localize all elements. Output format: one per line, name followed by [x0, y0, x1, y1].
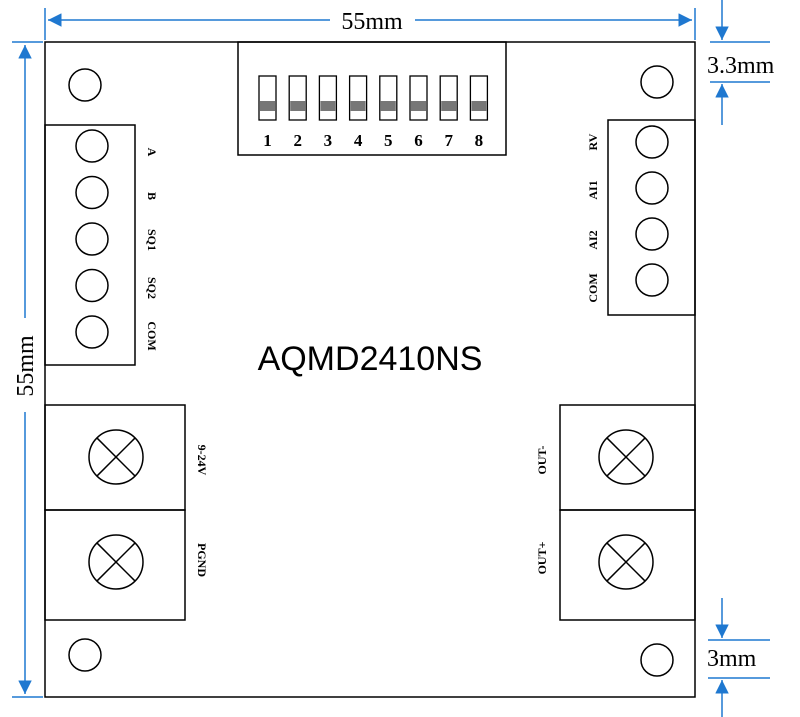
power-terminal-lower	[44, 509, 186, 621]
dip-switch-body	[409, 75, 428, 121]
dimension-height-label: 55mm	[13, 335, 39, 397]
left-terminal-screw	[75, 222, 109, 256]
dip-switch-number: 5	[384, 131, 393, 150]
dimension-top-offset-label: 3.3mm	[707, 53, 775, 79]
output-terminal-pin-label: OUT+	[535, 541, 549, 574]
dip-switch-number: 4	[354, 131, 363, 150]
dimension-width: 55mm	[44, 8, 696, 40]
dip-switch-lever	[380, 101, 396, 111]
right-terminal-screw	[635, 263, 669, 297]
right-terminal-housing	[607, 119, 696, 316]
dip-switch-lever	[320, 101, 336, 111]
dip-switch-lever	[290, 101, 306, 111]
dip-switch-body	[258, 75, 277, 121]
right-terminal-pin-label: AI2	[586, 230, 600, 249]
output-terminal-block: OUT- OUT+	[535, 404, 696, 621]
dip-switch-6: 6	[409, 75, 428, 150]
board-model-label: AQMD2410NS	[258, 340, 483, 378]
output-terminal-pins: OUT- OUT+	[535, 429, 654, 590]
dip-switch-lever	[471, 101, 487, 111]
dip-switch-positions: 1 2 3 4 5 6 7 8	[258, 75, 489, 150]
power-terminal-pin-label: PGND	[195, 543, 209, 577]
right-terminal-screw	[635, 217, 669, 251]
left-terminal-pin-label: B	[145, 192, 159, 200]
dip-switch-7: 7	[439, 75, 458, 150]
dip-switch-number: 8	[475, 131, 484, 150]
left-terminal-screw	[75, 315, 109, 349]
dimension-height: 55mm	[12, 41, 43, 698]
right-terminal-pin-label: COM	[586, 273, 600, 302]
right-terminal-screw	[635, 171, 669, 205]
dip-switch-number: 7	[444, 131, 453, 150]
left-terminal-screw	[75, 175, 109, 210]
left-terminal-screw	[75, 129, 109, 163]
dip-switch-5: 5	[379, 75, 398, 150]
terminal-screw	[598, 534, 654, 590]
dip-switch-body	[439, 75, 458, 121]
dimension-bottom-offset: 3mm	[707, 598, 770, 717]
dip-switch-housing	[237, 41, 507, 156]
dip-switch-number: 3	[324, 131, 333, 150]
power-terminal-block: 9-24V PGND	[44, 404, 209, 621]
dip-switch-body	[348, 75, 368, 121]
left-terminal-pin-label: A	[145, 148, 159, 157]
left-terminal-pin-label: COM	[145, 321, 159, 350]
terminal-screw	[88, 534, 144, 590]
dip-switch-lever	[350, 101, 366, 111]
dip-switch-body	[318, 75, 338, 121]
power-terminal-pins: 9-24V PGND	[88, 429, 209, 590]
right-terminal-screw	[635, 125, 669, 159]
terminal-screw	[88, 429, 144, 485]
dip-switch-body	[379, 75, 398, 121]
mounting-hole-bottom-left	[68, 638, 102, 672]
right-terminal-pin-label: RV	[586, 133, 600, 150]
dimension-top-offset: 3.3mm	[707, 0, 775, 125]
dip-switch-body	[469, 75, 489, 121]
right-terminal-pin-label: AI1	[586, 180, 600, 199]
left-terminal-screw	[75, 268, 109, 303]
mounting-hole-top-right	[640, 65, 674, 99]
terminal-screw	[598, 429, 654, 485]
dip-switch-8: 8	[469, 75, 489, 150]
left-terminal-housing	[44, 124, 136, 366]
dip-switch-number: 1	[263, 131, 272, 150]
dimension-width-label: 55mm	[341, 9, 403, 35]
dip-switch-lever	[260, 101, 275, 111]
mounting-hole-top-left	[68, 68, 102, 102]
dip-switch-number: 6	[414, 131, 423, 150]
dip-switch-4: 4	[348, 75, 368, 150]
dip-switch-body	[288, 75, 307, 121]
dimension-bottom-offset-label: 3mm	[707, 646, 757, 672]
output-terminal-lower	[559, 509, 696, 621]
output-terminal-pin-label: OUT-	[535, 446, 549, 475]
dip-switch-number: 2	[293, 131, 302, 150]
power-terminal-pin-label: 9-24V	[195, 445, 209, 476]
dip-switch: 1 2 3 4 5 6 7 8	[237, 41, 507, 156]
mounting-hole-bottom-right	[640, 643, 674, 677]
dip-switch-1: 1	[258, 75, 277, 150]
dip-switch-lever	[441, 101, 457, 111]
dip-switch-3: 3	[318, 75, 338, 150]
dip-switch-2: 2	[288, 75, 307, 150]
left-terminal-pin-label: SQ2	[145, 277, 159, 299]
mounting-holes	[68, 65, 674, 677]
dip-switch-lever	[411, 101, 426, 111]
left-terminal-pin-label: SQ1	[145, 229, 159, 251]
